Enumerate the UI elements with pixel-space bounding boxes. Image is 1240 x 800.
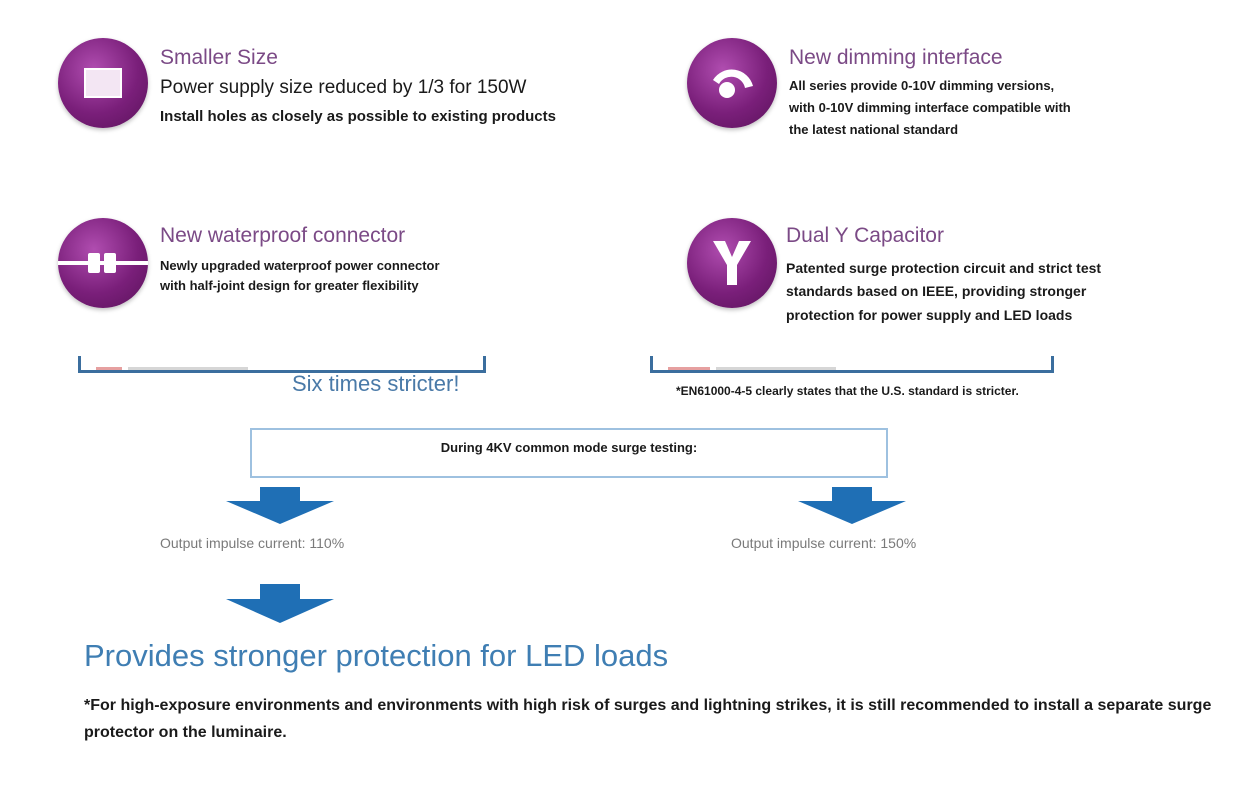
feature-detail-1: Newly upgraded waterproof power connecto…	[160, 258, 440, 273]
surge-test-box: During 4KV common mode surge testing:	[250, 428, 888, 478]
right-standard-bracket	[650, 356, 1054, 373]
feature-title: New waterproof connector	[160, 224, 406, 247]
right-impulse-result: Output impulse current: 150%	[731, 535, 917, 551]
feature-headline: Power supply size reduced by 1/3 for 150…	[160, 77, 527, 98]
left-standard-row	[96, 360, 254, 371]
arrow-down-icon	[226, 487, 334, 524]
square-icon	[58, 38, 148, 128]
feature-detail-2: with 0-10V dimming interface compatible …	[789, 100, 1071, 115]
left-impulse-result: Output impulse current: 110%	[160, 535, 345, 551]
dimmer-icon	[687, 38, 777, 128]
feature-detail-2: standards based on IEEE, providing stron…	[786, 283, 1087, 299]
feature-detail-3: the latest national standard	[789, 122, 959, 137]
stricter-label: Six times stricter!	[292, 371, 460, 396]
standard-note: *EN61000-4-5 clearly states that the U.S…	[676, 384, 1019, 398]
feature-title: Smaller Size	[160, 46, 278, 69]
feature-detail-1: Patented surge protection circuit and st…	[786, 260, 1102, 276]
feature-detail: Install holes as closely as possible to …	[160, 108, 556, 125]
surge-test-label: During 4KV common mode surge testing:	[440, 440, 698, 455]
left-standard-bracket	[78, 356, 486, 373]
conclusion-footnote: *For high-exposure environments and envi…	[84, 697, 1212, 741]
feature-detail-2: with half-joint design for greater flexi…	[160, 278, 419, 293]
feature-title: Dual Y Capacitor	[786, 224, 944, 247]
conclusion-headline: Provides stronger protection for LED loa…	[84, 638, 669, 673]
arrow-down-icon	[226, 584, 334, 623]
feature-detail-3: protection for power supply and LED load…	[786, 307, 1073, 323]
feature-title: New dimming interface	[789, 46, 1003, 69]
feature-detail-1: All series provide 0-10V dimming version…	[789, 78, 1055, 93]
letter-y-icon	[687, 218, 777, 308]
right-standard-row	[668, 360, 842, 371]
connector-icon	[58, 218, 148, 308]
arrow-down-icon	[798, 487, 906, 524]
